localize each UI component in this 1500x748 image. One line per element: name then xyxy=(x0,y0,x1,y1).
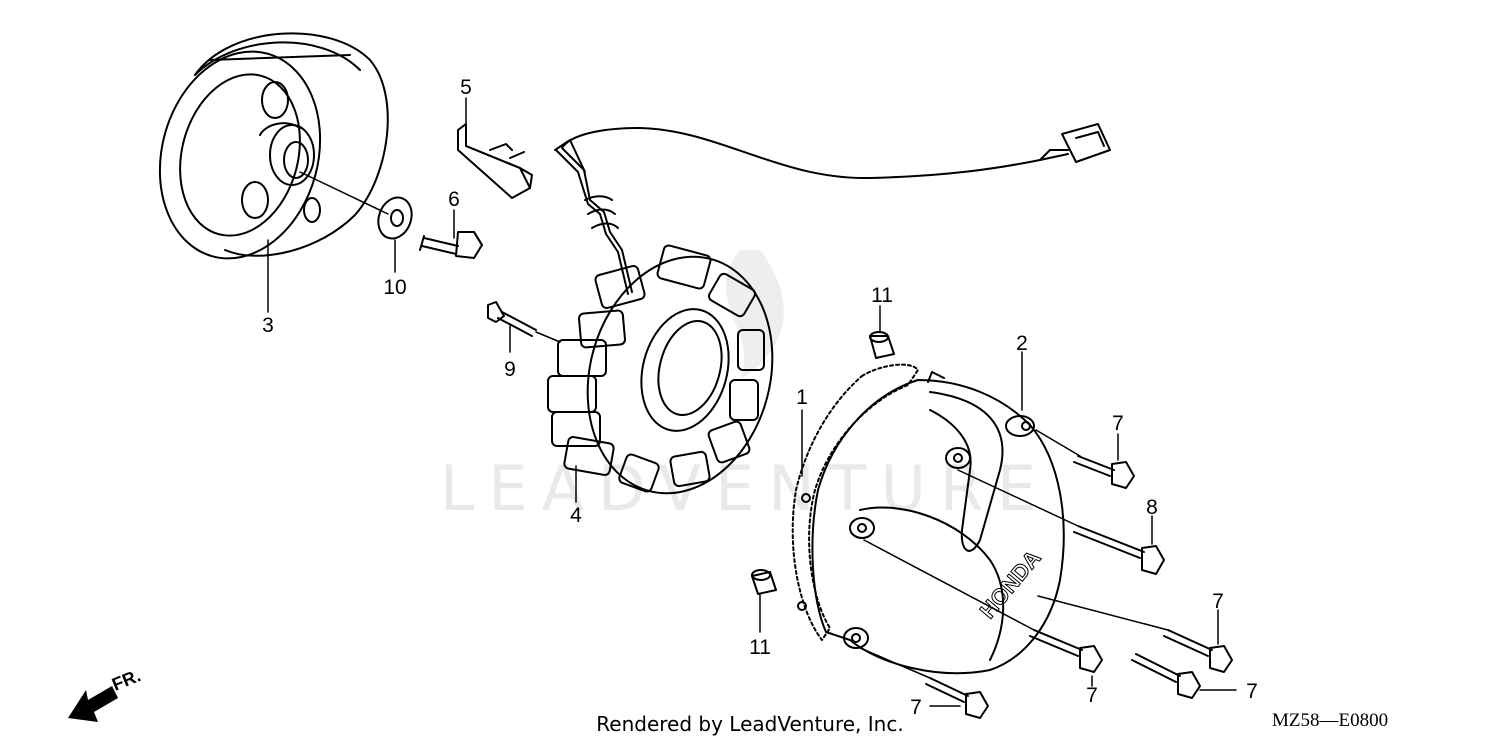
part-8-long-bolt[interactable] xyxy=(1073,525,1165,575)
callout-8: 8 xyxy=(1146,496,1158,519)
watermark: LEADVENTURE xyxy=(440,250,1050,525)
part-11-dowel-lower[interactable] xyxy=(751,569,777,595)
part-7-bolt-lower-right[interactable] xyxy=(1131,653,1201,699)
diagram-code: MZ58—E0800 xyxy=(1272,710,1389,731)
callout-4: 4 xyxy=(570,504,582,527)
callout-labels: 1 2 3 4 5 6 7 7 7 7 7 8 9 10 11 11 xyxy=(262,76,1258,719)
callout-5: 5 xyxy=(460,76,472,99)
svg-text:HONDA: HONDA xyxy=(975,545,1046,623)
watermark-text: LEADVENTURE xyxy=(440,452,1050,525)
part-5-wire-clamp[interactable] xyxy=(457,123,533,199)
part-7-bolt-upper[interactable] xyxy=(1073,455,1135,489)
callout-3: 3 xyxy=(262,314,274,337)
callout-7-bottom: 7 xyxy=(910,696,922,719)
front-direction-arrow-icon xyxy=(68,686,118,722)
callout-1: 1 xyxy=(796,386,808,409)
part-3-flywheel[interactable] xyxy=(137,32,389,276)
part-7-bolt-bottom[interactable] xyxy=(925,677,989,719)
part-6-bolt[interactable] xyxy=(419,231,483,259)
callout-7-upper: 7 xyxy=(1112,412,1124,435)
footer-credit: Rendered by LeadVenture, Inc. xyxy=(596,712,904,736)
stator-wire-harness xyxy=(554,123,1111,295)
stator-coils xyxy=(547,244,765,493)
callout-7-lower-right: 7 xyxy=(1246,680,1258,703)
part-9-bolt[interactable] xyxy=(487,301,537,337)
callout-7-mid: 7 xyxy=(1086,684,1098,707)
part-1-gasket[interactable] xyxy=(791,363,919,641)
part-10-washer[interactable] xyxy=(373,193,417,243)
callout-9: 9 xyxy=(504,358,516,381)
callout-11-lower: 11 xyxy=(749,636,771,659)
part-7-bolt-mid[interactable] xyxy=(1029,629,1103,673)
callout-7-right: 7 xyxy=(1212,590,1224,613)
leader-lines xyxy=(267,97,1237,707)
callout-10: 10 xyxy=(383,276,406,299)
callout-11-upper: 11 xyxy=(871,284,893,307)
part-4-stator[interactable] xyxy=(547,236,798,514)
part-7-bolt-right[interactable] xyxy=(1163,629,1233,673)
callout-6: 6 xyxy=(448,188,460,211)
part-11-dowel-upper[interactable] xyxy=(869,331,895,359)
callout-2: 2 xyxy=(1016,332,1028,355)
